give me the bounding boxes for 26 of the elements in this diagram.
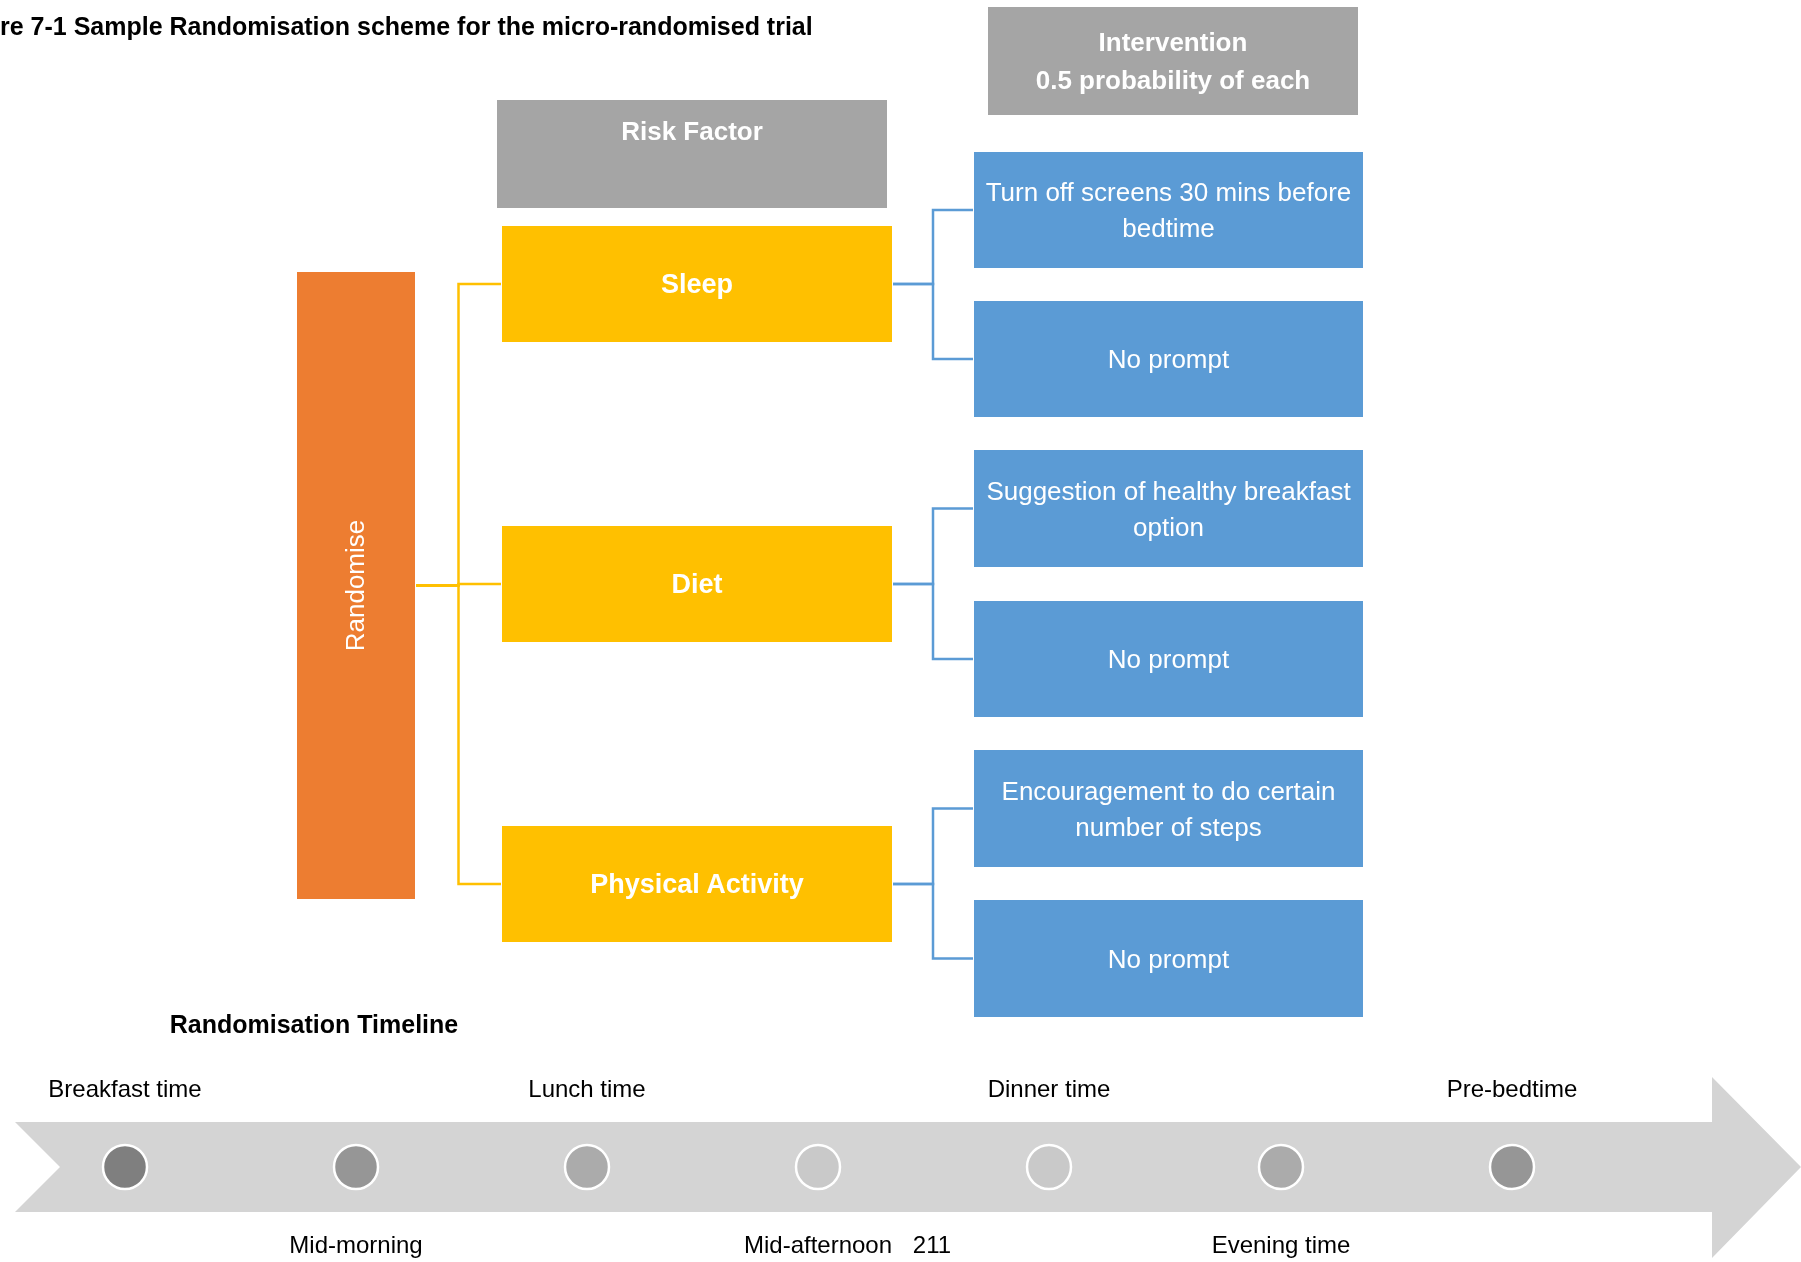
timeline-label: Mid-morning bbox=[289, 1230, 423, 1260]
randomise-bar: Randomise bbox=[297, 272, 415, 899]
intervention-box: No prompt bbox=[974, 301, 1363, 417]
intervention-box: No prompt bbox=[974, 601, 1363, 717]
intervention-box: No prompt bbox=[974, 900, 1363, 1017]
timeline-label: Lunch time bbox=[528, 1074, 646, 1104]
connector-line bbox=[893, 882, 973, 960]
connector-line bbox=[893, 582, 973, 661]
timeline-label: Evening time bbox=[1211, 1230, 1351, 1260]
risk-factor-box: Sleep bbox=[502, 226, 892, 342]
timeline-label: Dinner time bbox=[987, 1074, 1111, 1104]
risk-factor-box: Physical Activity bbox=[502, 826, 892, 942]
timeline-label: Mid-afternoon bbox=[743, 1230, 893, 1260]
header-box: Intervention 0.5 probability of each bbox=[988, 7, 1358, 115]
header-box: Risk Factor bbox=[497, 100, 887, 208]
intervention-box: Encouragement to do certain number of steps bbox=[974, 750, 1363, 867]
timeline-heading: Randomisation Timeline bbox=[169, 1009, 459, 1041]
intervention-box: Suggestion of healthy breakfast option bbox=[974, 450, 1363, 567]
connector-line bbox=[893, 282, 973, 361]
timeline-label: 211 bbox=[912, 1230, 952, 1260]
risk-factor-box: Diet bbox=[502, 526, 892, 642]
connector-line bbox=[416, 584, 501, 886]
intervention-box: Turn off screens 30 mins before bedtime bbox=[974, 152, 1363, 268]
timeline-label: Pre-bedtime bbox=[1446, 1074, 1578, 1104]
timeline-label: Breakfast time bbox=[48, 1074, 202, 1104]
figure-title: re 7-1 Sample Randomisation scheme for the micro-randomised trial bbox=[0, 11, 813, 42]
